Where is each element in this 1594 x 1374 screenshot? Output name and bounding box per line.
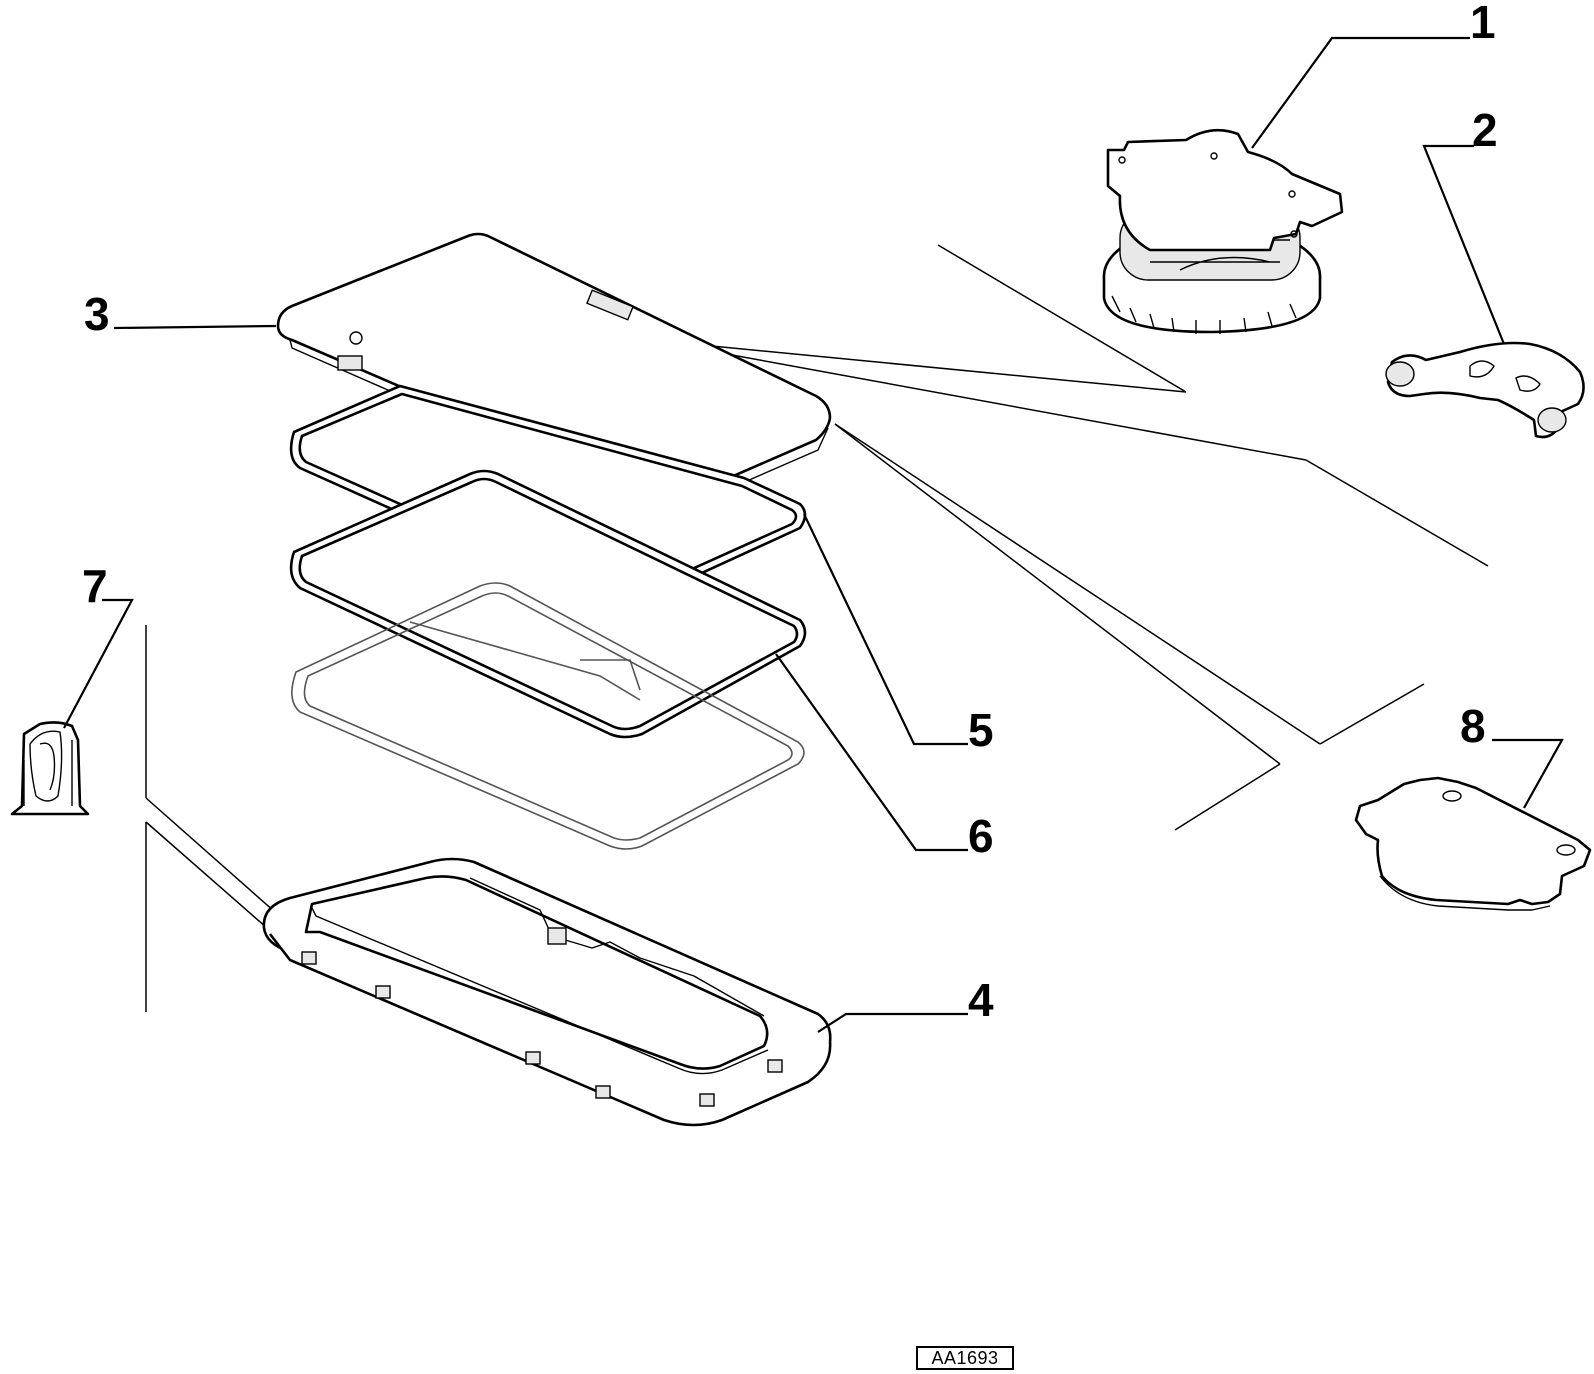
leader-lines (63, 36, 1564, 1033)
callout-labels: 1 2 3 4 5 6 7 8 (82, 0, 1498, 1026)
callout-5: 5 (968, 704, 994, 756)
part-7-retaining-clip-icon (10, 721, 90, 816)
callout-3: 3 (84, 288, 110, 340)
callout-6: 6 (968, 810, 994, 862)
callout-4: 4 (968, 974, 994, 1026)
callout-2: 2 (1472, 104, 1498, 156)
part-2-spring-clip-icon (1385, 341, 1585, 439)
part-8-mounting-plate-icon (1354, 776, 1592, 911)
part-1-filler-cap-assembly-icon (1102, 128, 1344, 334)
callout-1: 1 (1470, 0, 1496, 48)
part-4-housing-frame-icon (262, 857, 832, 1127)
part-6-inner-gasket-icon (289, 469, 807, 739)
callout-7: 7 (82, 560, 108, 612)
gray-seal-ring-icon (291, 582, 805, 850)
reference-lines (145, 244, 1489, 1012)
callout-8: 8 (1460, 700, 1486, 752)
drawing-code-label: AA1693 (916, 1346, 1014, 1370)
